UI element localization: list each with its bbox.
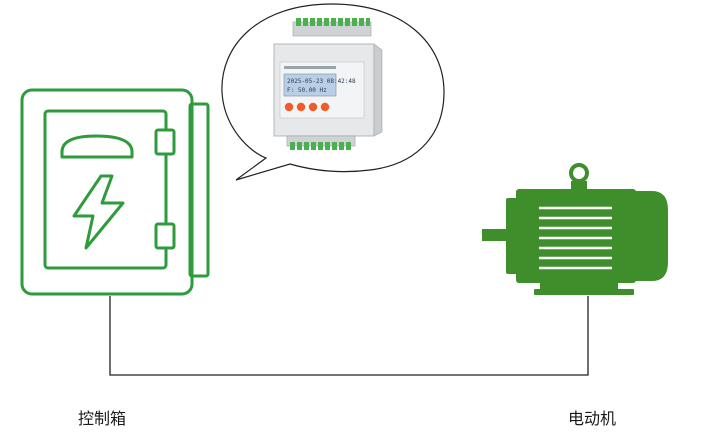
lightning-icon xyxy=(72,174,125,250)
motor-icon xyxy=(482,163,668,295)
lcd-screen xyxy=(283,73,337,97)
bottom-terminals xyxy=(290,142,351,150)
meter-buttons xyxy=(284,102,330,112)
motor-label: 电动机 xyxy=(568,409,617,428)
control-box-icon xyxy=(20,88,210,296)
top-terminals xyxy=(296,18,370,26)
connection-wire xyxy=(109,296,589,376)
cooling-fins xyxy=(539,206,612,270)
lcd-line-2: F: 50.00 Hz xyxy=(287,87,327,94)
power-meter-device: 2025-05-23 08:42:48 F: 50.00 Hz xyxy=(273,18,383,150)
lcd-line-1: 2025-05-23 08:42:48 xyxy=(287,78,356,85)
control-box-label: 控制箱 xyxy=(78,409,127,428)
